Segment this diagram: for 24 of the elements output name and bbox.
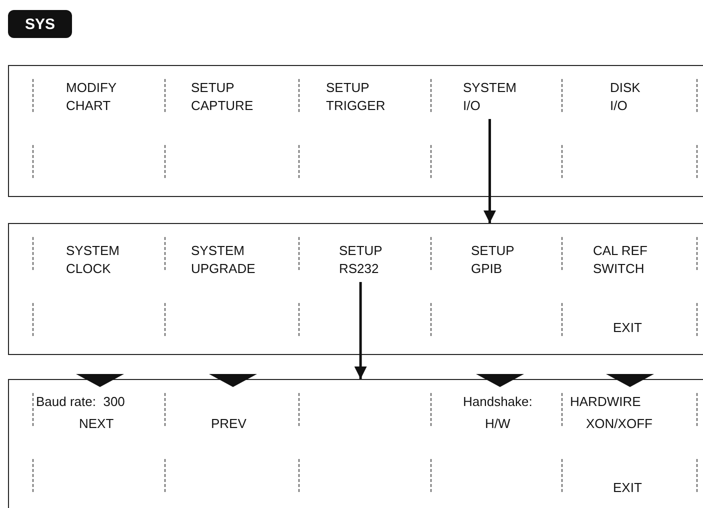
key-label: SYS	[8, 10, 72, 38]
softkey-label: CAL REF SWITCH	[593, 242, 665, 278]
status-text: Baud rate: 300	[36, 393, 125, 411]
menu-panel	[8, 223, 703, 355]
softkey-label: SETUP CAPTURE	[191, 79, 254, 115]
status-text: HARDWIRE	[570, 393, 641, 411]
softkey-label: PREV	[211, 415, 246, 433]
softkey-label: SYSTEM CLOCK	[66, 242, 120, 278]
softkey-label: SYSTEM UPGRADE	[191, 242, 256, 278]
softkey-label: XON/XOFF	[586, 415, 652, 433]
status-text: Handshake:	[463, 393, 532, 411]
menu-panel	[8, 65, 703, 197]
softkey-label: MODIFY CHART	[66, 79, 116, 115]
softkey-label: H/W	[485, 415, 510, 433]
softkey-label: SETUP RS232	[339, 242, 382, 278]
softkey-label: NEXT	[79, 415, 114, 433]
softkey-label: EXIT	[613, 319, 642, 337]
softkey-label: SETUP GPIB	[471, 242, 514, 278]
softkey-label: EXIT	[613, 479, 642, 497]
arrow	[354, 282, 367, 379]
arrow	[483, 119, 496, 223]
softkey-label: SYSTEM I/O	[463, 79, 516, 115]
softkey-label: DISK I/O	[610, 79, 640, 115]
softkey-label: SETUP TRIGGER	[326, 79, 386, 115]
